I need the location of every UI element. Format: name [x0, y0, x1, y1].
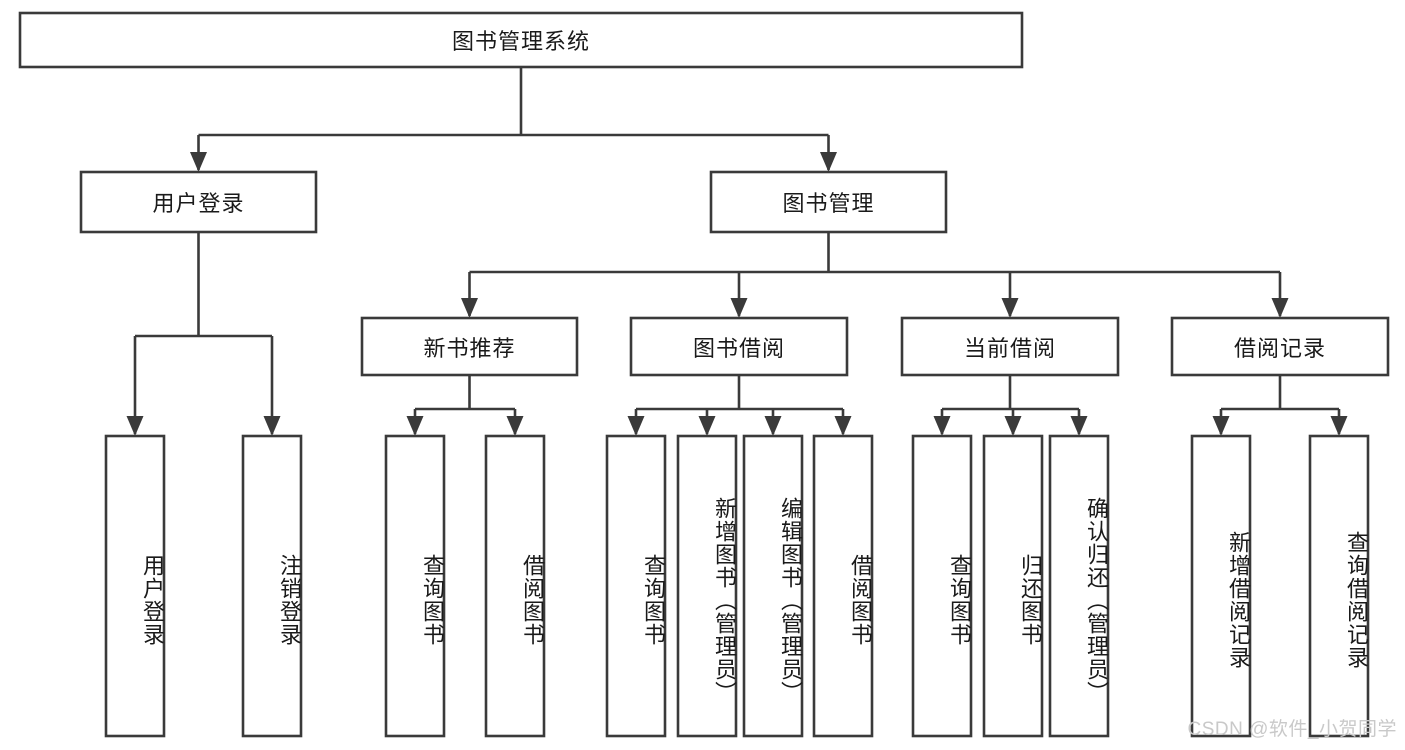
arrow-head-icon	[730, 298, 748, 318]
arrow-head-icon	[698, 416, 716, 436]
arrow-head-icon	[190, 152, 207, 172]
arrow-head-icon	[263, 416, 281, 436]
leaf-node-leaf-edit-book[interactable]	[742, 434, 804, 738]
arrow-head-icon	[1271, 298, 1289, 318]
connectors-layer	[126, 67, 1348, 436]
node-borrow-record[interactable]	[1170, 316, 1390, 377]
arrow-head-icon	[933, 416, 951, 436]
leaf-node-leaf-borrow-book-1[interactable]	[484, 434, 546, 738]
leaf-node-leaf-confirm-return[interactable]	[1048, 434, 1110, 738]
arrow-head-icon	[126, 416, 144, 436]
leaf-node-leaf-query-record[interactable]	[1308, 434, 1370, 738]
arrow-head-icon	[627, 416, 645, 436]
leaf-node-leaf-add-record[interactable]	[1190, 434, 1252, 738]
arrow-head-icon	[820, 152, 837, 172]
arrow-head-icon	[834, 416, 852, 436]
leaf-node-leaf-user-logout[interactable]	[241, 434, 303, 738]
arrow-head-icon	[461, 298, 478, 318]
arrow-head-icon	[1001, 298, 1019, 318]
leaf-node-leaf-query-book-2[interactable]	[605, 434, 667, 738]
arrow-head-icon	[1212, 416, 1230, 436]
arrow-head-icon	[1004, 416, 1022, 436]
node-book-borrow[interactable]	[629, 316, 849, 377]
leaf-node-leaf-borrow-book-2[interactable]	[812, 434, 874, 738]
arrow-head-icon	[1070, 416, 1088, 436]
boxes-layer	[18, 11, 1390, 738]
leaf-node-leaf-return-book[interactable]	[982, 434, 1044, 738]
leaf-node-leaf-add-book[interactable]	[676, 434, 738, 738]
leaf-node-leaf-query-book-1[interactable]	[384, 434, 446, 738]
node-user-login[interactable]	[79, 170, 318, 234]
leaf-node-leaf-user-login[interactable]	[104, 434, 166, 738]
node-book-management[interactable]	[709, 170, 948, 234]
leaf-node-leaf-query-book-3[interactable]	[911, 434, 973, 738]
arrow-head-icon	[764, 416, 782, 436]
arrow-head-icon	[406, 416, 424, 436]
arrow-head-icon	[1330, 416, 1348, 436]
node-current-borrow[interactable]	[900, 316, 1120, 377]
arrow-head-icon	[506, 416, 524, 436]
csdn-watermark: CSDN @软件_小贺同学	[1187, 719, 1397, 740]
node-new-book-recommend[interactable]	[360, 316, 579, 377]
node-undefined[interactable]	[18, 11, 1024, 69]
